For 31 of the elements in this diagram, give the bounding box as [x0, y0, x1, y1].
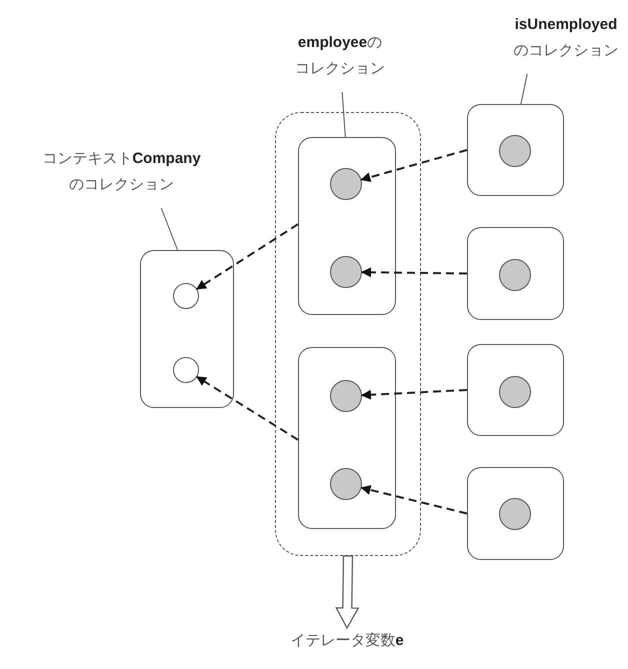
element-circle: [173, 283, 199, 309]
collection-box: [298, 137, 396, 315]
leader-line: [520, 74, 528, 104]
arrow: [196, 376, 299, 441]
element-circle: [499, 259, 531, 291]
element-circle: [499, 498, 531, 530]
collection-box: [467, 467, 564, 560]
leader-line: [342, 92, 346, 138]
group-outline: [275, 112, 421, 556]
element-circle: [330, 168, 362, 200]
collection-box: [467, 227, 564, 320]
collection-box: [467, 344, 564, 436]
element-circle: [173, 357, 199, 383]
arrow: [361, 267, 468, 278]
leader-line: [160, 208, 178, 250]
element-circle: [330, 468, 362, 500]
caption-text: employeeのコレクション: [294, 32, 386, 79]
collection-box: [140, 250, 234, 408]
arrow: [360, 389, 468, 400]
collection-box: [298, 347, 396, 529]
collection-box: [467, 104, 564, 196]
arrow: [360, 485, 468, 514]
hollow-arrow: [335, 555, 360, 630]
element-circle: [330, 256, 362, 288]
arrow: [360, 149, 468, 182]
caption-text: isUnemployedのコレクション: [512, 15, 620, 61]
element-circle: [499, 376, 531, 408]
element-circle: [330, 380, 362, 412]
element-circle: [499, 135, 531, 167]
caption-text: イテレータ変数e: [289, 630, 405, 651]
arrow: [196, 223, 299, 290]
